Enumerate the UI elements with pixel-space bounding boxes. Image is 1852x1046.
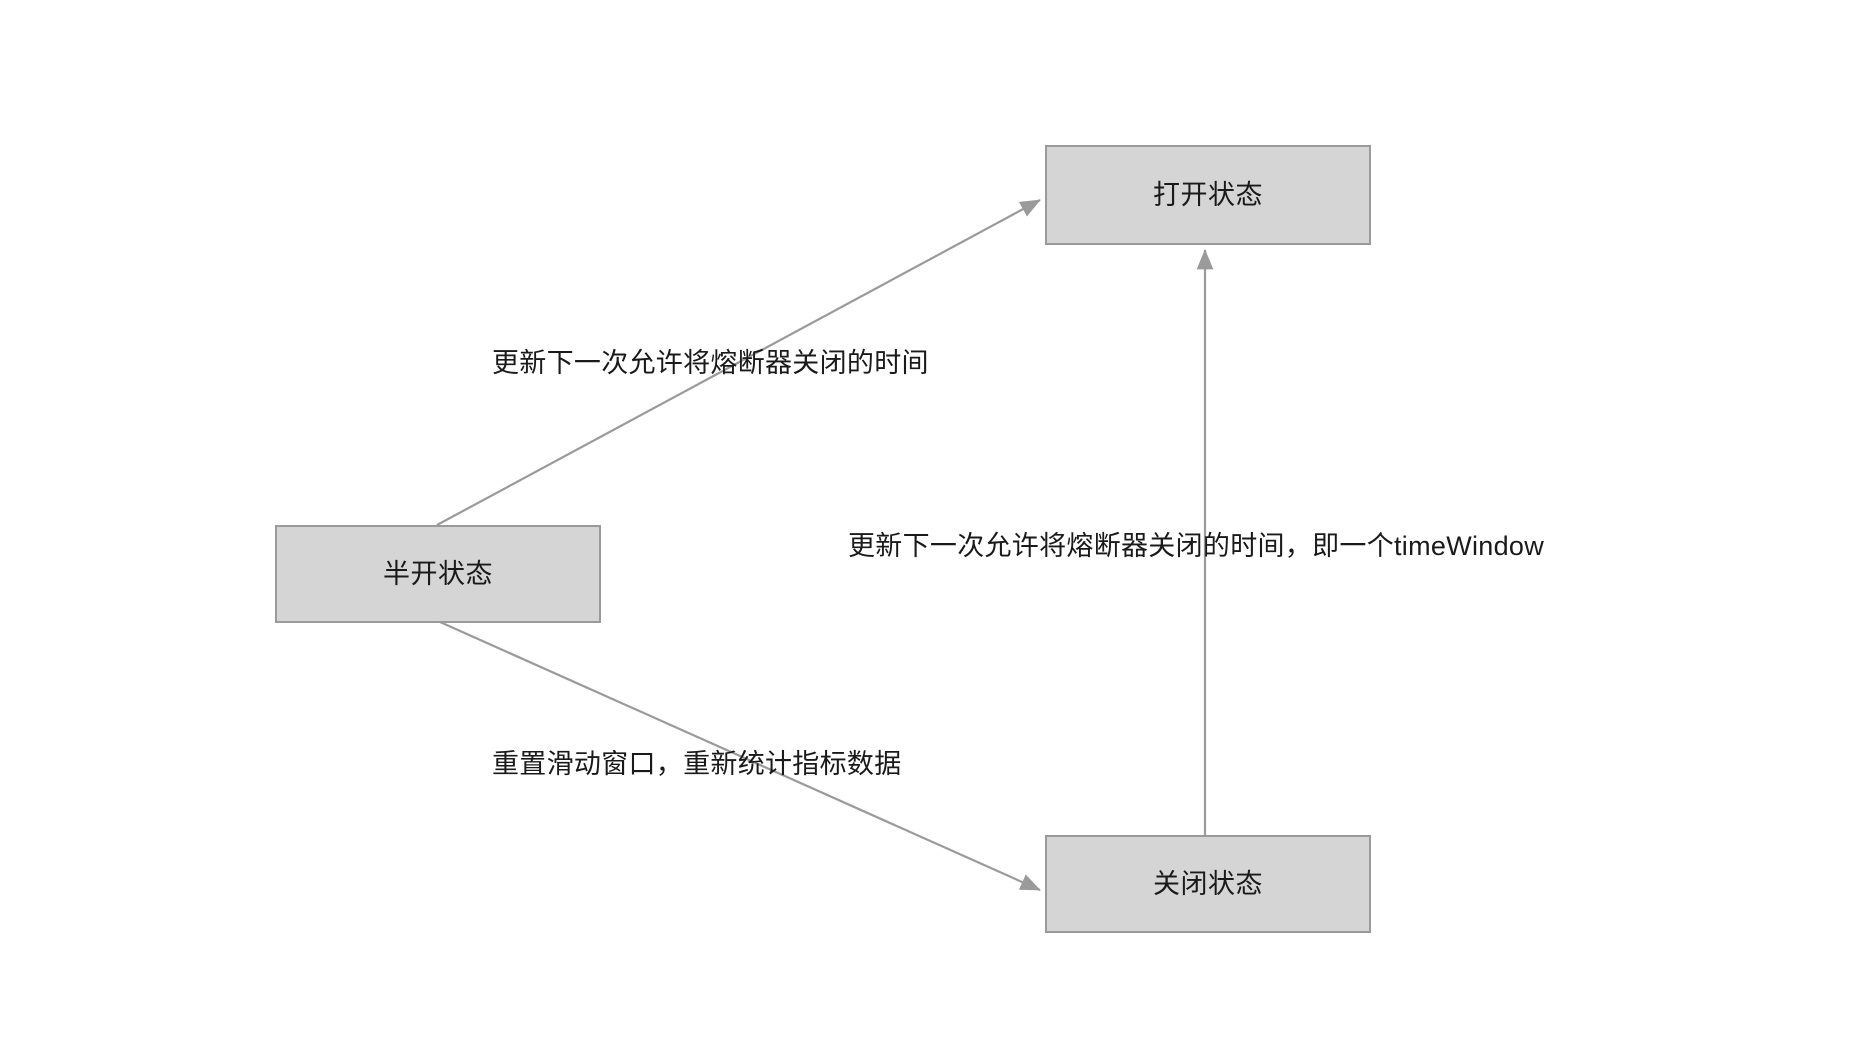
state-node-half-open-label: 半开状态	[383, 558, 493, 589]
state-node-closed-label: 关闭状态	[1153, 868, 1263, 899]
state-node-open-label: 打开状态	[1153, 179, 1263, 210]
state-node-open[interactable]: 打开状态	[1045, 145, 1371, 245]
edge-label-half-open-to-open: 更新下一次允许将熔断器关闭的时间	[492, 348, 929, 378]
state-node-half-open[interactable]: 半开状态	[275, 525, 601, 623]
edge-label-closed-to-open: 更新下一次允许将熔断器关闭的时间，即一个timeWindow	[848, 531, 1545, 561]
edge-label-half-open-to-closed: 重置滑动窗口，重新统计指标数据	[492, 749, 902, 779]
state-node-closed[interactable]: 关闭状态	[1045, 835, 1371, 933]
